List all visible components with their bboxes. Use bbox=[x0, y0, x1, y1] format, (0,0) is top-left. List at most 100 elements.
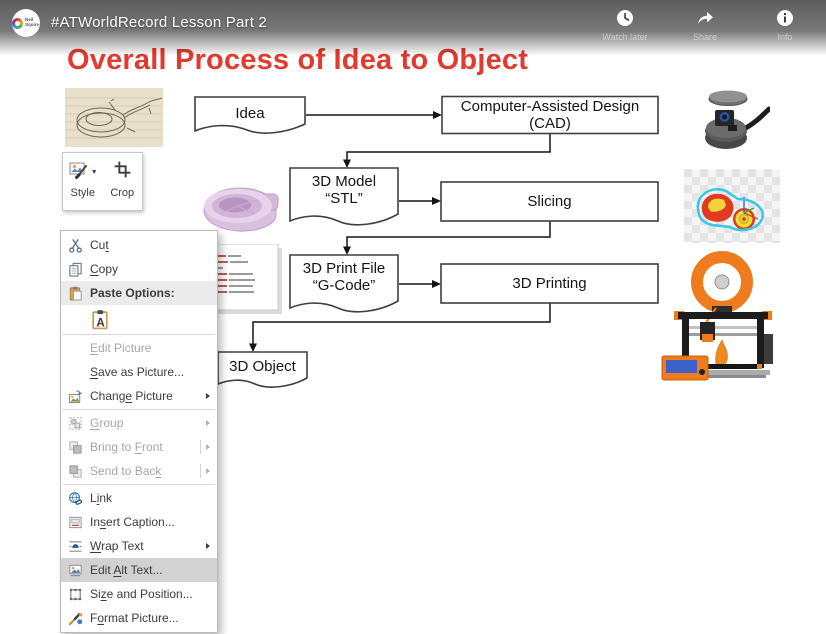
alt-text-icon bbox=[61, 560, 90, 580]
sketch-image[interactable] bbox=[65, 88, 163, 147]
link-icon bbox=[61, 488, 90, 508]
video-player-top-bar: Neil Squire #ATWorldRecord Lesson Part 2… bbox=[0, 0, 826, 56]
flow-node-object[interactable] bbox=[217, 351, 308, 388]
menu-item-paste-keep-text[interactable]: A bbox=[61, 305, 217, 333]
menu-label-edit-alt-text: Edit Alt Text... bbox=[90, 563, 163, 577]
change-picture-icon bbox=[61, 386, 90, 406]
menu-item-cut[interactable]: Cut bbox=[61, 233, 217, 257]
menu-item-edit-picture[interactable]: Edit Picture bbox=[61, 336, 217, 360]
flow-label-stl: 3D Model “STL” bbox=[290, 170, 398, 210]
share-label: Share bbox=[692, 32, 718, 42]
channel-avatar[interactable]: Neil Squire bbox=[12, 9, 40, 37]
flow-label-cad: Computer-Assisted Design (CAD) bbox=[442, 97, 658, 133]
menu-label-save-as-picture: Save as Picture... bbox=[90, 365, 185, 379]
info-icon bbox=[776, 9, 794, 27]
submenu-arrow-icon bbox=[206, 393, 210, 399]
menu-item-change-picture[interactable]: Change Picture bbox=[61, 384, 217, 408]
menu-label-group: Group bbox=[90, 416, 124, 430]
menu-item-format-picture[interactable]: Format Picture... bbox=[61, 606, 217, 630]
menu-label-edit-picture: Edit Picture bbox=[90, 341, 152, 355]
menu-item-group[interactable]: Group bbox=[61, 411, 217, 435]
flow-node-printing[interactable] bbox=[440, 263, 659, 304]
paste-keep-text-icon: A bbox=[90, 309, 217, 330]
menu-label-cut: Cut bbox=[90, 238, 109, 252]
share-button[interactable]: Share bbox=[678, 9, 732, 42]
menu-label-size-and-position: Size and Position... bbox=[90, 587, 193, 601]
slicer-preview-image[interactable] bbox=[684, 169, 780, 243]
menu-label-insert-caption: Insert Caption... bbox=[90, 515, 175, 529]
flow-label-slicing: Slicing bbox=[527, 193, 572, 210]
flow-node-idea[interactable] bbox=[194, 96, 306, 134]
menu-label-send-to-back: Send to Back bbox=[90, 464, 162, 478]
bring-to-front-icon bbox=[61, 437, 90, 457]
cad-line2: (CAD) bbox=[529, 115, 571, 132]
share-icon bbox=[696, 9, 714, 27]
info-button[interactable]: Info bbox=[758, 9, 812, 42]
printer-image[interactable] bbox=[658, 246, 788, 392]
crop-icon bbox=[113, 160, 132, 184]
flow-node-stl[interactable] bbox=[289, 167, 399, 226]
gcode-line1: 3D Print File bbox=[302, 260, 386, 277]
flow-node-gcode[interactable] bbox=[289, 254, 399, 313]
flow-node-cad[interactable] bbox=[441, 95, 659, 135]
style-label: Style bbox=[70, 187, 95, 199]
menu-pipe bbox=[200, 440, 201, 454]
video-title[interactable]: #ATWorldRecord Lesson Part 2 bbox=[51, 14, 267, 31]
paste-icon bbox=[61, 283, 90, 303]
svg-text:A: A bbox=[96, 317, 105, 329]
info-label: Info bbox=[777, 32, 793, 42]
menu-label-format-picture: Format Picture... bbox=[90, 611, 179, 625]
style-button[interactable]: ▼ Style bbox=[63, 160, 103, 210]
channel-name: Neil Squire bbox=[25, 17, 40, 27]
flow-label-gcode: 3D Print File “G-Code” bbox=[290, 257, 398, 297]
cad-render-image[interactable] bbox=[692, 84, 770, 162]
blank-icon bbox=[61, 362, 90, 382]
flow-label-printing: 3D Printing bbox=[512, 275, 587, 292]
watch-later-button[interactable]: Watch later bbox=[598, 9, 652, 42]
cad-line1: Computer-Assisted Design bbox=[460, 98, 640, 115]
submenu-arrow-icon bbox=[206, 444, 210, 450]
menu-separator bbox=[63, 334, 215, 335]
menu-item-wrap-text[interactable]: Wrap Text bbox=[61, 534, 217, 558]
sketch-drawing bbox=[65, 88, 163, 147]
menu-item-copy[interactable]: Copy bbox=[61, 257, 217, 281]
style-dropdown-caret: ▼ bbox=[90, 168, 98, 176]
menu-separator bbox=[63, 484, 215, 485]
pink-model-image[interactable] bbox=[196, 176, 286, 238]
gcode-page-image[interactable] bbox=[212, 244, 282, 314]
flow-node-slicing[interactable] bbox=[440, 181, 659, 222]
menu-item-size-and-position[interactable]: Size and Position... bbox=[61, 582, 217, 606]
menu-separator bbox=[63, 409, 215, 410]
cad-render-drawing bbox=[705, 90, 770, 149]
menu-item-link[interactable]: Link bbox=[61, 486, 217, 510]
format-picture-icon bbox=[61, 608, 90, 628]
menu-item-edit-alt-text[interactable]: Edit Alt Text... bbox=[61, 558, 217, 582]
printer-drawing bbox=[661, 251, 773, 381]
menu-item-bring-to-front[interactable]: Bring to Front bbox=[61, 435, 217, 459]
submenu-arrow-icon bbox=[206, 468, 210, 474]
menu-item-insert-caption[interactable]: Insert Caption... bbox=[61, 510, 217, 534]
menu-item-send-to-back[interactable]: Send to Back bbox=[61, 459, 217, 483]
caption-icon bbox=[61, 512, 90, 532]
gcode-page-drawing bbox=[212, 244, 282, 314]
menu-label-change-picture: Change Picture bbox=[90, 389, 173, 403]
menu-pipe bbox=[200, 464, 201, 478]
wrap-text-icon bbox=[61, 536, 90, 556]
pink-model-drawing bbox=[203, 187, 279, 232]
menu-label-copy: Copy bbox=[90, 262, 119, 276]
menu-label-bring-to-front: Bring to Front bbox=[90, 440, 163, 454]
slicer-preview-drawing bbox=[684, 169, 780, 243]
channel-logo-icon bbox=[12, 17, 23, 29]
gcode-line2: “G-Code” bbox=[312, 277, 376, 294]
blank-icon bbox=[61, 338, 90, 358]
crop-button[interactable]: Crop bbox=[103, 160, 143, 210]
submenu-arrow-icon bbox=[206, 543, 210, 549]
menu-item-save-as-picture[interactable]: Save as Picture... bbox=[61, 360, 217, 384]
menu-label-link: Link bbox=[90, 491, 113, 505]
menu-label-wrap-text: Wrap Text bbox=[90, 539, 144, 553]
size-position-icon bbox=[61, 584, 90, 604]
menu-item-paste-options[interactable]: Paste Options: bbox=[61, 281, 217, 305]
picture-mini-toolbar: ▼ Style Crop bbox=[62, 152, 143, 211]
